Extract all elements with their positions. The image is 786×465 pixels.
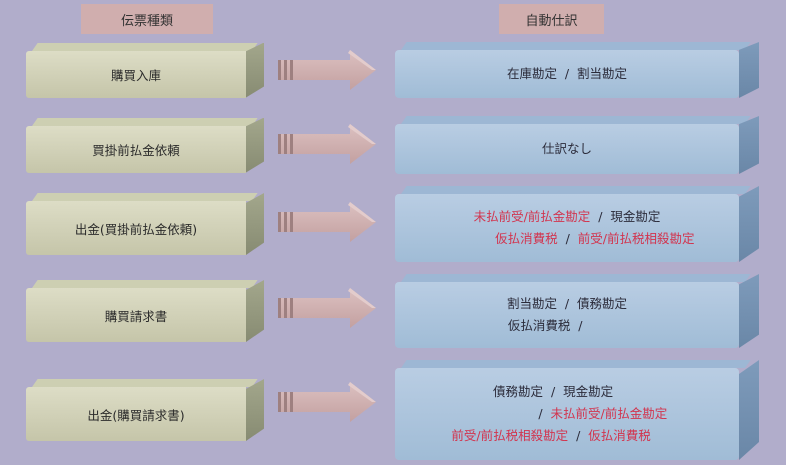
voucher-type-box: 購買請求書	[26, 280, 268, 342]
voucher-type-box: 出金(買掛前払金依頼)	[26, 193, 268, 255]
highlighted-account: 前受/前払税相殺勘定	[577, 231, 695, 246]
journal-line: 未払前受/前払金勘定 / 現金勘定	[474, 206, 661, 228]
auto-journal-entries: 債務勘定 / 現金勘定 / 未払前受/前払金勘定前受/前払税相殺勘定 / 仮払消…	[395, 368, 739, 460]
auto-journal-entries: 仕訳なし	[395, 124, 739, 174]
arrow-icon	[272, 286, 380, 330]
journal-line: 仮払消費税 /	[508, 315, 626, 337]
account-text: / 現金勘定	[590, 209, 661, 224]
account-text	[651, 428, 683, 443]
journal-line: 割当勘定 / 債務勘定	[507, 293, 627, 315]
voucher-type-label: 購買入庫	[26, 50, 246, 98]
account-text: 債務勘定 / 現金勘定	[493, 384, 641, 399]
arrow-icon	[272, 200, 380, 244]
voucher-type-box: 出金(購買請求書)	[26, 379, 268, 441]
voucher-type-label: 出金(購買請求書)	[26, 387, 246, 441]
auto-journal-box: 債務勘定 / 現金勘定 / 未払前受/前払金勘定前受/前払税相殺勘定 / 仮払消…	[395, 360, 761, 460]
voucher-type-label: 購買請求書	[26, 288, 246, 342]
journal-line: 仮払消費税 / 前受/前払税相殺勘定	[439, 228, 695, 250]
account-text: 仕訳なし	[541, 141, 592, 156]
journal-line: 債務勘定 / 現金勘定	[493, 381, 641, 403]
auto-journal-entries: 割当勘定 / 債務勘定仮払消費税 /	[395, 282, 739, 348]
header-auto-journal: 自動仕訳	[499, 4, 604, 34]
auto-journal-box: 在庫勘定 / 割当勘定	[395, 42, 761, 98]
voucher-type-label: 買掛前払金依頼	[26, 125, 246, 173]
auto-journal-entries: 在庫勘定 / 割当勘定	[395, 50, 739, 98]
account-text: /	[557, 231, 578, 246]
journal-row: 出金(買掛前払金依頼) 未払前受/前払金勘定 / 現金勘定	[0, 186, 786, 262]
journal-line: 在庫勘定 / 割当勘定	[507, 63, 627, 85]
account-text: 割当勘定 / 債務勘定	[506, 296, 628, 311]
voucher-type-box: 購買入庫	[26, 42, 268, 98]
arrow-icon	[272, 380, 380, 424]
highlighted-account: 仮払消費税	[439, 231, 558, 246]
journal-line: 仕訳なし	[542, 138, 592, 160]
journal-row: 購買請求書 割当勘定 / 債務勘定仮払消費税 /	[0, 274, 786, 348]
journal-line: 前受/前払税相殺勘定 / 仮払消費税	[451, 425, 682, 447]
journal-row: 出金(購買請求書) 債務勘定 / 現金勘定	[0, 360, 786, 460]
auto-journal-box: 仕訳なし	[395, 116, 761, 174]
auto-journal-entries: 未払前受/前払金勘定 / 現金勘定 仮払消費税 / 前受/前払税相殺勘定	[395, 194, 739, 262]
arrow-icon	[272, 48, 380, 92]
journal-row: 購買入庫 在庫勘定 / 割当勘定	[0, 42, 786, 98]
account-text: /	[466, 406, 551, 421]
auto-journal-box: 割当勘定 / 債務勘定仮払消費税 /	[395, 274, 761, 348]
highlighted-account: 未払前受/前払金勘定	[473, 209, 591, 224]
highlighted-account: 未払前受/前払金勘定	[550, 406, 668, 421]
voucher-type-label: 出金(買掛前払金依頼)	[26, 201, 246, 255]
account-text: /	[568, 428, 589, 443]
account-text: 仮払消費税 /	[507, 318, 627, 333]
auto-journal-box: 未払前受/前払金勘定 / 現金勘定 仮払消費税 / 前受/前払税相殺勘定	[395, 186, 761, 262]
account-text: 在庫勘定 / 割当勘定	[506, 66, 628, 81]
voucher-type-box: 買掛前払金依頼	[26, 117, 268, 173]
header-voucher-type: 伝票種類	[81, 4, 213, 34]
highlighted-account: 仮払消費税	[588, 428, 651, 443]
journal-row: 買掛前払金依頼 仕訳なし	[0, 116, 786, 174]
highlighted-account: 前受/前払税相殺勘定	[451, 428, 569, 443]
arrow-icon	[272, 122, 380, 166]
journal-line: / 未払前受/前払金勘定	[467, 403, 667, 425]
